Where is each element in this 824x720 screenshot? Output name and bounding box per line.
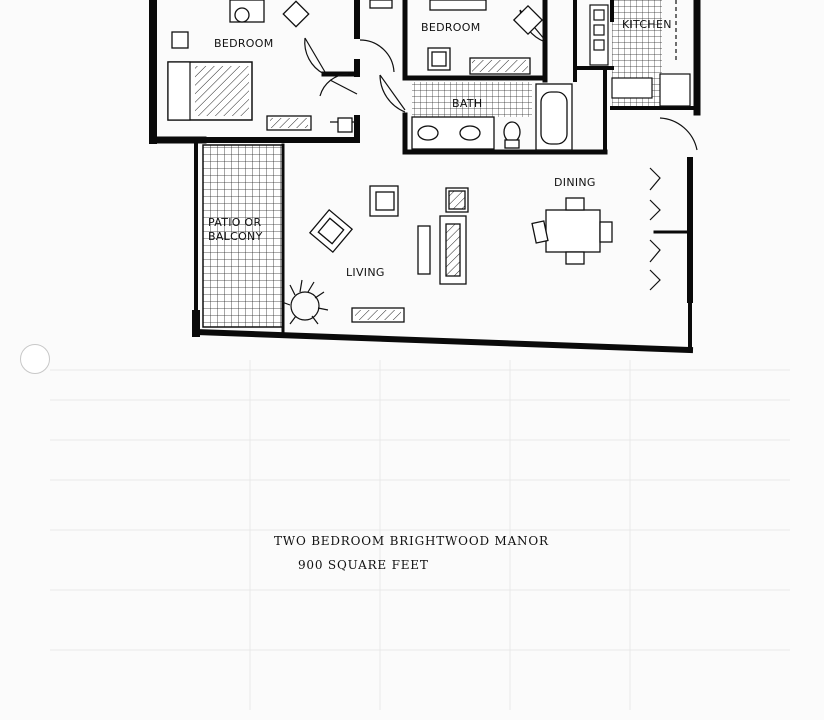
patio-tile-area (202, 144, 284, 328)
dining-label: DINING (554, 176, 596, 189)
bath-fixtures (411, 83, 573, 151)
bedroom-1-bed (167, 61, 253, 121)
patio-label-line1: PATIO OR (208, 216, 261, 229)
binder-punch-hole (20, 344, 50, 374)
dining-set (531, 197, 613, 265)
kitchen-fixtures (589, 0, 691, 107)
bedroom-1-furniture (171, 0, 353, 133)
bath-label: BATH (452, 97, 482, 110)
living-label: LIVING (346, 266, 385, 279)
plan-square-footage: 900 SQUARE FEET (298, 558, 429, 572)
plan-title: TWO BEDROOM BRIGHTWOOD MANOR (274, 534, 549, 548)
bedroom-2-label: BEDROOM (421, 21, 481, 34)
walls (149, 0, 701, 354)
bedroom-1-label: BEDROOM (214, 37, 274, 50)
plant-icon (281, 279, 329, 325)
kitchen-label: KITCHEN (622, 18, 672, 31)
bath-tile-floor (412, 82, 532, 117)
bleed-through-table (50, 360, 790, 710)
living-furniture (308, 185, 469, 323)
bedroom-2-furniture (369, 0, 544, 75)
patio-label-line2: BALCONY (208, 230, 263, 243)
